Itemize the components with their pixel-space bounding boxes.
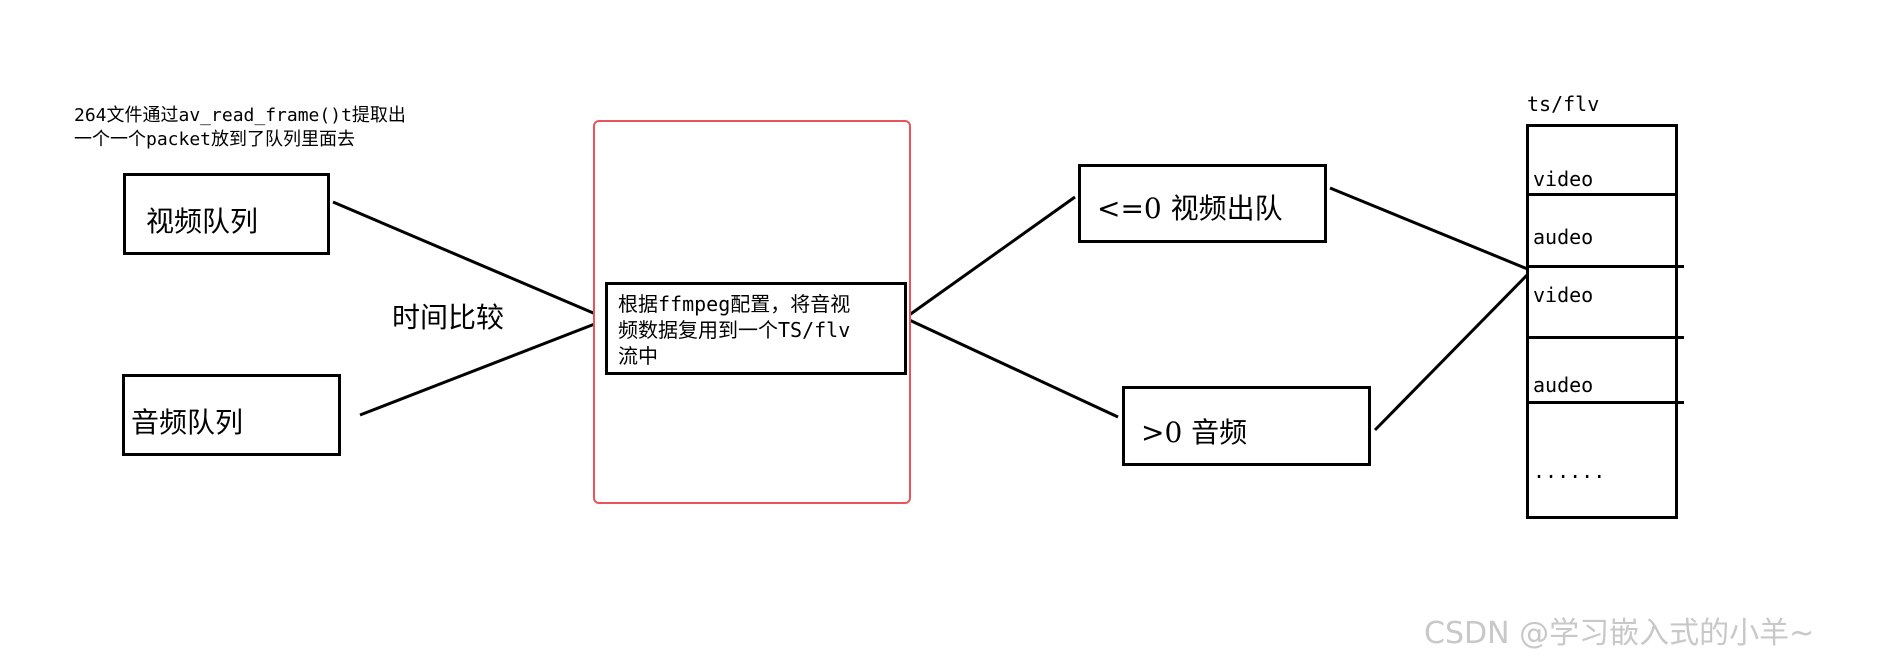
container-row-3: video (1533, 283, 1594, 307)
audio-dequeue-box: >0 音频 (1122, 386, 1371, 466)
line-mux-to-video-out (904, 195, 1076, 320)
container-row-5: ...... (1533, 459, 1606, 483)
container-divider-4 (1526, 401, 1684, 404)
container-row-1: video (1533, 167, 1594, 191)
mux-line-2: 频数据复用到一个TS/flv (618, 318, 851, 342)
audio-queue-label: 音频队列 (131, 406, 244, 439)
line-video-out-to-container (1329, 186, 1531, 272)
time-compare-label: 时间比较 (392, 301, 505, 334)
line-mux-to-audio-out (904, 316, 1119, 419)
line-audio-out-to-container (1373, 270, 1532, 432)
line-video-queue-to-mux (332, 200, 606, 320)
watermark: CSDN @学习嵌入式的小羊~ (1424, 616, 1815, 651)
container-row-2: audeo (1533, 225, 1594, 249)
container-divider-1 (1526, 193, 1678, 196)
audio-queue-box: 音频队列 (122, 374, 341, 456)
mux-line-3: 流中 (618, 344, 658, 368)
source-note-line-2: 一个一个packet放到了队列里面去 (74, 129, 356, 150)
source-note-line-1: 264文件通过av_read_frame()t提取出 (74, 105, 406, 126)
container-stack: video audeo video audeo ...... (1526, 124, 1678, 519)
video-dequeue-box: <=0 视频出队 (1078, 164, 1327, 243)
container-row-4: audeo (1533, 373, 1594, 397)
container-divider-2 (1526, 265, 1684, 268)
video-queue-box: 视频队列 (123, 173, 330, 255)
audio-dequeue-label: >0 音频 (1141, 416, 1248, 449)
line-audio-queue-to-mux (359, 318, 606, 417)
source-note: 264文件通过av_read_frame()t提取出 一个一个packet放到了… (74, 104, 406, 152)
video-dequeue-label: <=0 视频出队 (1097, 192, 1283, 225)
mux-line-1: 根据ffmpeg配置，将音视 (618, 292, 851, 316)
container-title: ts/flv (1527, 92, 1600, 116)
mux-box: 根据ffmpeg配置，将音视 频数据复用到一个TS/flv 流中 (605, 282, 907, 375)
video-queue-label: 视频队列 (146, 205, 259, 238)
container-divider-3 (1526, 336, 1684, 339)
